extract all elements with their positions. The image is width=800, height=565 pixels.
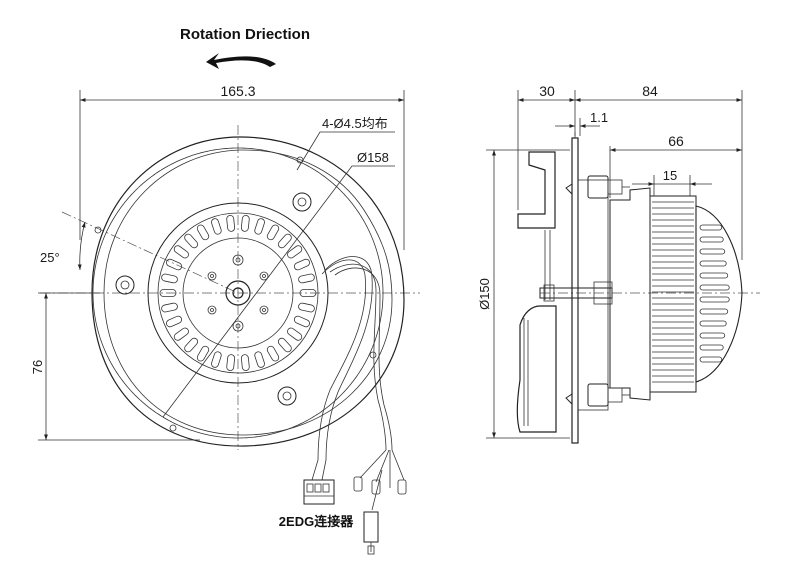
lead-wires — [311, 256, 405, 483]
impeller-blades — [159, 215, 317, 371]
height-dimension-label: 76 — [30, 360, 45, 374]
volute-lower-profile — [516, 305, 557, 433]
outer-dia-leader — [162, 165, 395, 418]
width-dimension-label: 165.3 — [220, 83, 255, 99]
depth-left-label: 30 — [539, 83, 555, 99]
motor-plate — [577, 179, 609, 411]
motor-cooling-fins — [652, 201, 694, 383]
holes-note-label: 4-Ø4.5均布 — [322, 116, 388, 131]
connector-label: 2EDG连接器 — [279, 514, 354, 529]
hub-screws — [207, 254, 269, 332]
angle-arc — [77, 221, 86, 271]
mounting-holes — [94, 156, 377, 432]
outer-dia-label: Ø158 — [357, 150, 389, 165]
impeller-hub-ring — [182, 237, 294, 349]
motor-stator — [609, 187, 651, 401]
motor-end-cap — [695, 205, 743, 383]
end-cap-ribs — [699, 224, 730, 363]
terminals — [353, 476, 407, 495]
sensor-plug — [363, 469, 383, 555]
mounting-flange — [571, 137, 579, 444]
motor-length-label: 66 — [668, 133, 684, 149]
impeller-inner-ring — [157, 212, 319, 374]
rotation-arrow-left-icon — [206, 53, 276, 69]
depth-right-label: 84 — [642, 83, 658, 99]
flange-dia-label: Ø150 — [477, 278, 492, 310]
holes-note-leader — [296, 131, 395, 171]
flange-thickness-label: 1.1 — [590, 110, 608, 125]
connector-2edg — [303, 479, 335, 505]
angle-label: 25° — [40, 250, 60, 265]
motor-rotor — [649, 195, 697, 393]
rotation-direction-label: Rotation Driection — [180, 26, 310, 43]
volute-inner-edge — [103, 149, 393, 436]
hub-shaft — [232, 287, 244, 299]
volute-side-profile — [517, 151, 556, 229]
front-view: 165.3 4-Ø4.5均布 Ø158 25° 76 — [30, 83, 420, 555]
side-view: 30 84 1.1 66 15 Ø150 — [477, 83, 760, 444]
volute-housing — [91, 136, 405, 447]
mounting-studs — [587, 175, 630, 407]
impeller-outer-ring — [147, 202, 329, 384]
hub-length-label: 15 — [663, 168, 677, 183]
hub-outer — [225, 280, 251, 306]
angle-reference-line — [61, 211, 239, 294]
